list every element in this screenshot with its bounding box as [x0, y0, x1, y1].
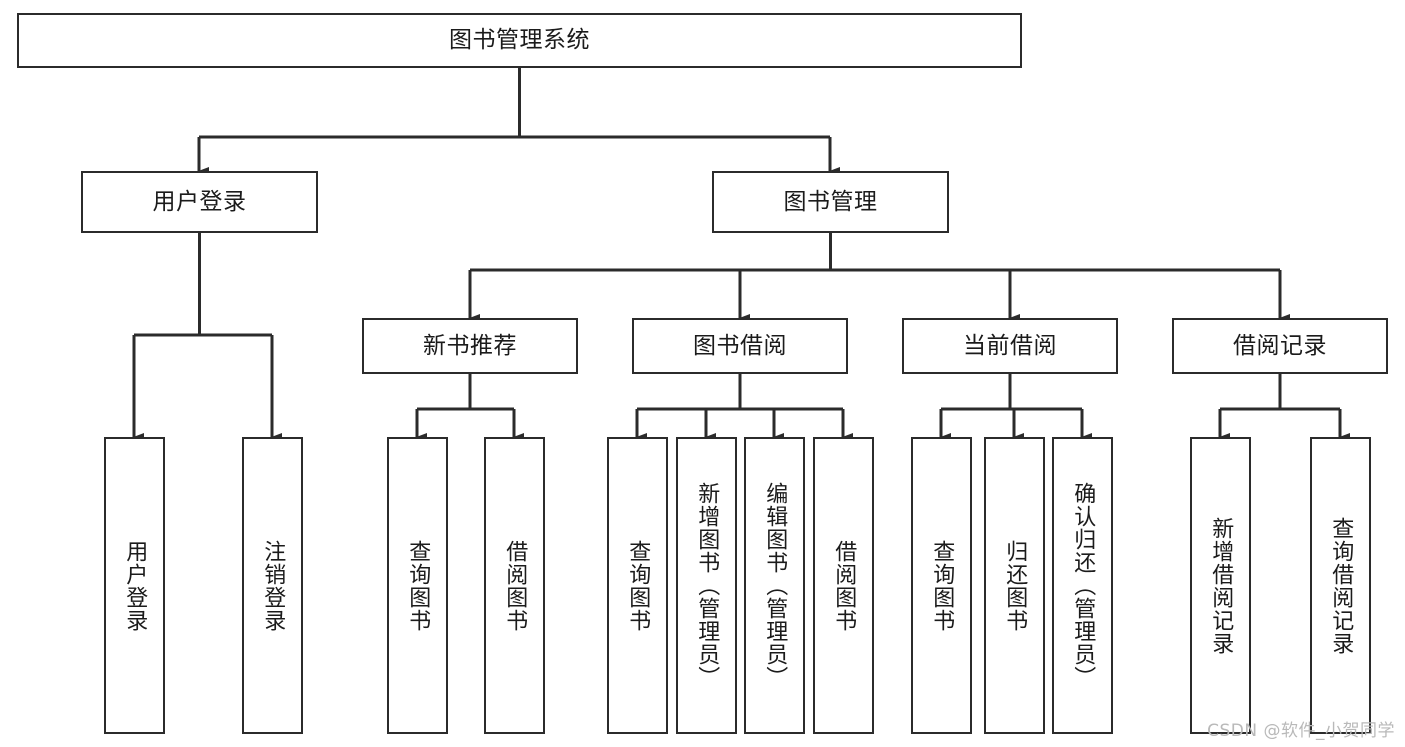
- node-label: 借阅图书: [502, 539, 528, 632]
- node-leaf-logout[interactable]: 注销登录: [242, 437, 303, 734]
- node-root-system[interactable]: 图书管理系统: [17, 13, 1022, 68]
- node-label: 注销登录: [260, 539, 286, 632]
- node-label: 借阅图书: [831, 539, 857, 632]
- node-label: 当前借阅: [963, 332, 1057, 359]
- node-leaf-query-borrow-record[interactable]: 查询借阅记录: [1310, 437, 1371, 734]
- node-leaf-add-borrow-record[interactable]: 新增借阅记录: [1190, 437, 1251, 734]
- node-label: 新书推荐: [423, 332, 517, 359]
- node-label: 查询图书: [625, 539, 651, 632]
- node-leaf-confirm-return[interactable]: 确认归还（管理员）: [1052, 437, 1113, 734]
- node-user-login[interactable]: 用户登录: [81, 171, 318, 233]
- node-leaf-return-book[interactable]: 归还图书: [984, 437, 1045, 734]
- node-borrow-record[interactable]: 借阅记录: [1172, 318, 1388, 374]
- node-leaf-query-book-recommend[interactable]: 查询图书: [387, 437, 448, 734]
- node-leaf-borrow-book-recommend[interactable]: 借阅图书: [484, 437, 545, 734]
- node-label: 查询图书: [929, 539, 955, 632]
- node-book-management[interactable]: 图书管理: [712, 171, 949, 233]
- connector-lines: [132, 68, 1351, 442]
- csdn-watermark: CSDN @软件_小贺同学: [1207, 721, 1395, 741]
- node-leaf-query-book-borrow[interactable]: 查询图书: [607, 437, 668, 734]
- node-new-book-recommend[interactable]: 新书推荐: [362, 318, 578, 374]
- node-leaf-edit-book[interactable]: 编辑图书（管理员）: [744, 437, 805, 734]
- node-label: 用户登录: [122, 539, 148, 632]
- node-label: 确认归还（管理员）: [1070, 482, 1096, 689]
- node-label: 查询借阅记录: [1328, 516, 1354, 655]
- node-leaf-query-book-current[interactable]: 查询图书: [911, 437, 972, 734]
- node-label: 归还图书: [1002, 539, 1028, 632]
- node-label: 新增借阅记录: [1208, 516, 1234, 655]
- node-label: 新增图书（管理员）: [694, 482, 720, 689]
- node-label: 图书管理系统: [449, 27, 590, 54]
- node-label: 借阅记录: [1233, 332, 1327, 359]
- node-leaf-add-book[interactable]: 新增图书（管理员）: [676, 437, 737, 734]
- node-label: 用户登录: [152, 188, 247, 215]
- node-leaf-borrow-book[interactable]: 借阅图书: [813, 437, 874, 734]
- node-label: 编辑图书（管理员）: [762, 482, 788, 689]
- node-label: 图书管理: [783, 188, 878, 215]
- node-label: 图书借阅: [693, 332, 787, 359]
- node-book-borrow[interactable]: 图书借阅: [632, 318, 848, 374]
- node-current-borrow[interactable]: 当前借阅: [902, 318, 1118, 374]
- node-label: 查询图书: [405, 539, 431, 632]
- node-leaf-user-login[interactable]: 用户登录: [104, 437, 165, 734]
